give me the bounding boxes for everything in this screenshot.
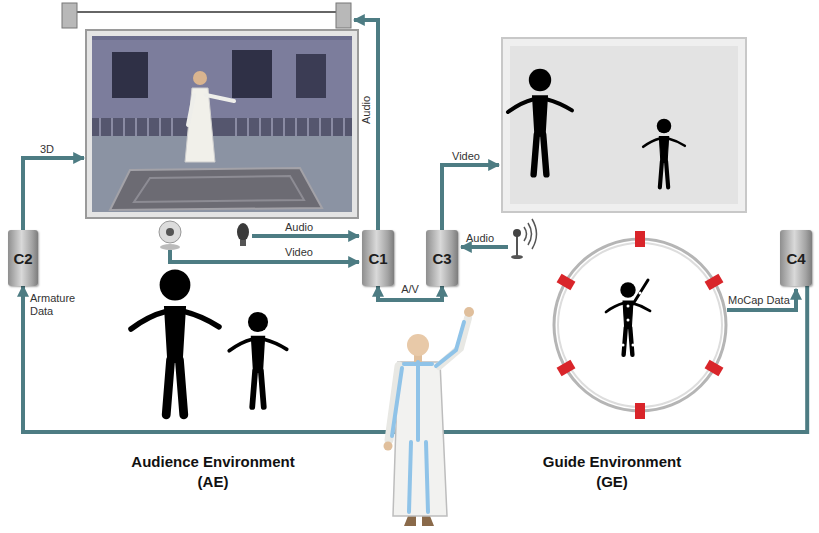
ring-inner <box>558 243 722 407</box>
computer-box: C4 <box>780 230 812 286</box>
rug-pattern <box>134 176 304 202</box>
computer-box: C1 <box>362 230 394 286</box>
speaker-bar <box>77 11 336 13</box>
ring <box>554 239 726 411</box>
microphone-base <box>511 255 523 259</box>
wire-mocap <box>727 289 796 310</box>
floor <box>92 136 352 212</box>
window <box>232 50 272 98</box>
mocap-camera <box>557 274 576 291</box>
stick-figure <box>643 119 685 188</box>
microphone-stand <box>516 236 518 256</box>
mocap-camera <box>635 403 645 419</box>
connector-label: A/V <box>401 283 419 296</box>
radio-waves <box>524 219 537 249</box>
building-wall <box>92 40 352 120</box>
screen-frame <box>86 30 358 218</box>
computer-box: C3 <box>426 230 458 286</box>
wire-audio-guide <box>461 245 508 249</box>
computer-label: C1 <box>368 251 387 266</box>
mocap-ring <box>554 231 726 419</box>
signal-wires <box>23 20 796 310</box>
mocap-camera <box>705 360 724 377</box>
computer-label: C4 <box>786 251 805 266</box>
character-robe <box>185 88 215 162</box>
stick-figure <box>131 270 219 415</box>
mocap-camera <box>705 274 724 291</box>
wire-audio-in <box>252 234 359 238</box>
sandals <box>404 516 434 526</box>
environment-title: Audience Environment (AE) <box>121 452 306 491</box>
computer-label: C2 <box>13 251 32 266</box>
signal-label: Audio <box>466 232 494 245</box>
environment-title: Guide Environment (GE) <box>535 452 690 491</box>
avatar-robe <box>393 362 447 516</box>
character-head <box>193 71 207 85</box>
wire-3d <box>23 158 84 230</box>
guide-display <box>502 38 746 212</box>
avatar-armature <box>392 322 464 512</box>
wire-video-out <box>442 165 499 230</box>
microphone-handle <box>240 240 246 246</box>
microphone <box>237 223 249 246</box>
microphone-head <box>237 223 249 241</box>
mocap-performer <box>606 282 650 355</box>
character-arm <box>188 95 194 125</box>
webcam-base <box>160 244 180 250</box>
wire-video-in <box>170 250 359 262</box>
window <box>112 52 148 98</box>
performer-arm <box>633 280 648 304</box>
computer-box: C2 <box>8 230 38 286</box>
signal-label: Audio <box>285 221 313 234</box>
signal-label: MoCap Data <box>728 294 790 307</box>
projection-screen <box>86 30 358 218</box>
mocap-camera <box>557 360 576 377</box>
signal-label: 3D <box>40 143 54 156</box>
wireless-microphone <box>511 219 537 259</box>
guide-avatar <box>384 307 475 526</box>
speaker <box>62 3 77 28</box>
signal-label: Audio <box>360 96 373 124</box>
avatar-hand <box>384 442 393 451</box>
screen-image <box>92 36 352 212</box>
webcam <box>159 221 181 250</box>
rug <box>110 168 322 210</box>
speaker <box>336 3 351 28</box>
stick-figure <box>508 69 572 175</box>
avatar-hand <box>464 307 474 317</box>
mocap-camera <box>635 231 645 247</box>
stick-figure <box>229 312 287 407</box>
signal-label: Video <box>285 246 313 259</box>
wire-audio-out <box>354 20 378 230</box>
character-arm <box>206 95 234 101</box>
webcam-body <box>159 221 181 243</box>
computer-label: C3 <box>432 251 451 266</box>
avatar-head <box>407 334 429 356</box>
window <box>296 54 326 98</box>
signal-label: Video <box>452 150 480 163</box>
balusters <box>100 118 344 136</box>
microphone-head <box>513 229 521 237</box>
railing <box>92 118 352 136</box>
webcam-lens <box>166 228 174 236</box>
mocap-markers <box>613 292 642 347</box>
connector-label: Armature Data <box>30 292 90 318</box>
